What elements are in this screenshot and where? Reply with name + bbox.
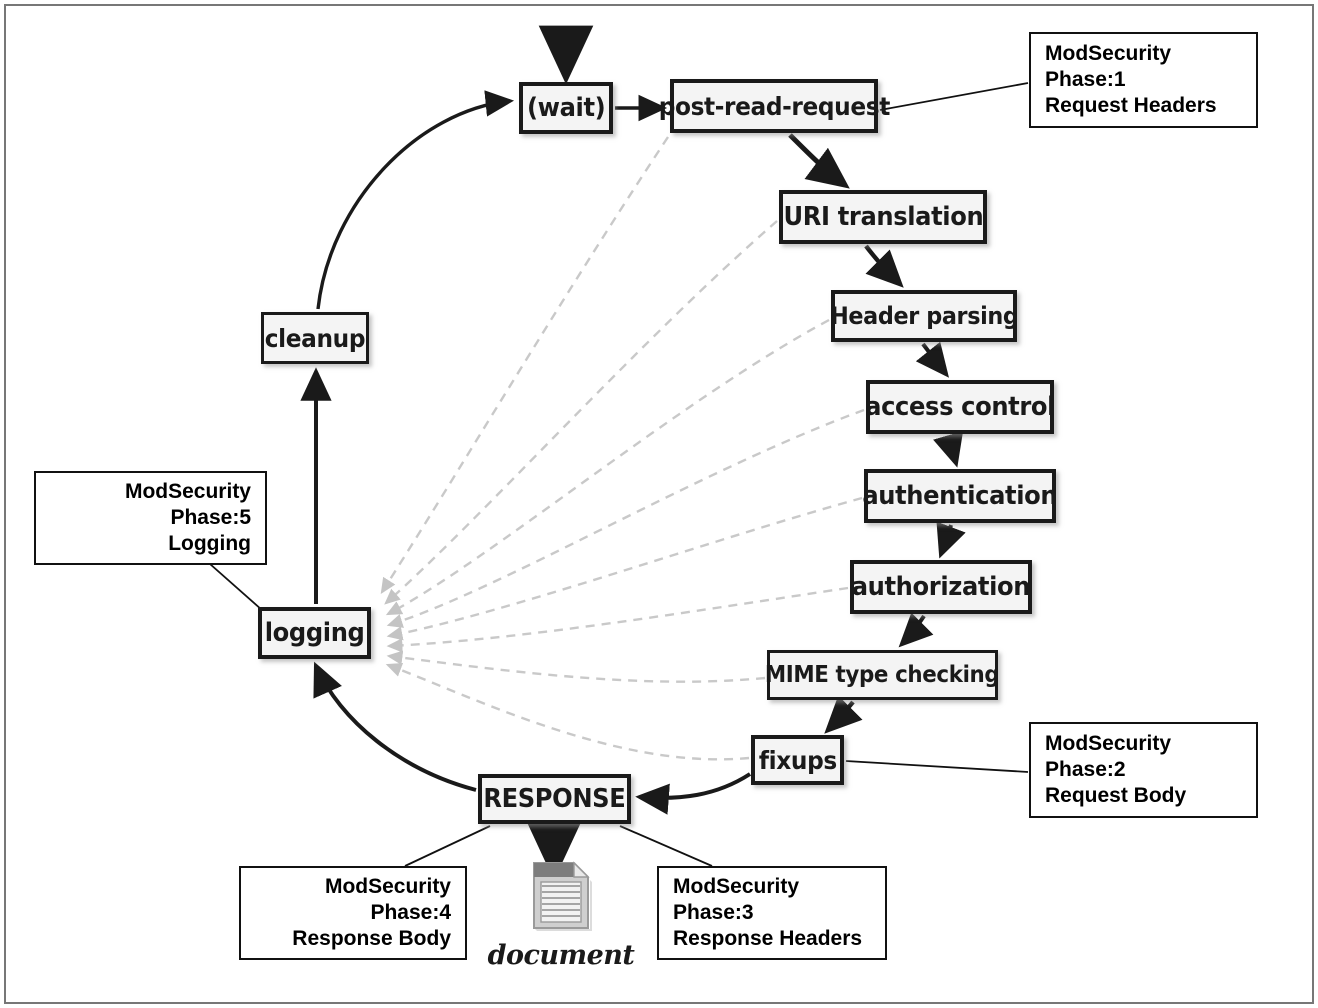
callout-modsecurity-phase-1: ModSecurity Phase:1 Request Headers [1029,32,1258,128]
document-output: document [488,858,635,971]
dashed-from-authorization [386,586,849,653]
node-logging-label: logging [264,618,365,648]
node-header-parsing[interactable]: Header parsing [829,290,1019,342]
node-authentication-label: authentication [862,481,1058,511]
node-fixups-label: fixups [758,745,837,775]
arrow-access-to-authentication [933,431,964,468]
node-uri-translation-label: URI translation [783,202,983,232]
node-authorization-label: authorization [851,572,1031,602]
node-mime-type-checking-label: MIME type checking [765,661,1000,688]
node-wait-label: (wait) [526,93,606,123]
arrow-post-read-request-to-uri [788,133,850,189]
dashed-logging-connectors [380,136,865,761]
callout-leader-lines [209,82,1029,867]
callout-phase1-line1: ModSecurity Phase:1 [1045,41,1172,91]
callout-modsecurity-phase-4: ModSecurity Phase:4 Response Body [239,866,467,960]
arrow-fixups-to-response [635,772,752,815]
callout-phase4-line2: Response Body [292,927,451,951]
arrow-authentication-to-authorization [936,521,966,559]
node-cleanup[interactable]: cleanup [261,312,369,364]
arrow-uri-to-header-parsing [864,244,904,288]
node-access-control[interactable]: access control [865,380,1055,434]
document-label: document [487,940,635,971]
dashed-from-access-control [386,408,865,628]
node-post-read-request-label: post-read-request [658,91,890,121]
arrow-response-to-logging [313,661,477,792]
arrow-mime-to-fixups [824,695,863,734]
node-authorization[interactable]: authorization [850,560,1032,614]
node-fixups[interactable]: fixups [751,735,844,785]
callout-phase4-line1: ModSecurity Phase:4 [324,874,451,924]
node-post-read-request[interactable]: post-read-request [658,79,890,133]
leader-phase1 [879,82,1029,111]
node-mime-type-checking[interactable]: MIME type checking [765,650,1000,700]
dashed-from-authentication [386,496,863,641]
node-cleanup-label: cleanup [264,323,366,353]
node-response[interactable]: RESPONSE [478,774,631,824]
dashed-from-uri-translation [384,220,778,605]
arrow-authorization-to-mime [898,612,934,648]
solid-flow-connectors [300,25,966,881]
dashed-from-post-read-request [380,136,670,595]
callout-phase5-line1: ModSecurity Phase:5 [124,479,251,529]
leader-phase5 [209,563,263,611]
node-access-control-label: access control [865,392,1055,422]
node-uri-translation[interactable]: URI translation [779,190,987,244]
callout-phase2-line2: Request Body [1045,784,1187,808]
leader-phase2 [845,760,1029,773]
document-icon [533,861,592,931]
arrow-cleanup-to-wait [316,90,515,310]
callout-modsecurity-phase-2: ModSecurity Phase:2 Request Body [1029,722,1258,818]
callout-phase1-line2: Request Headers [1045,94,1217,118]
node-header-parsing-label: Header parsing [829,302,1019,330]
callout-modsecurity-phase-3: ModSecurity Phase:3 Response Headers [657,866,887,960]
callout-phase3-line1: ModSecurity Phase:3 [673,874,800,924]
node-authentication[interactable]: authentication [862,469,1058,523]
leader-phase3 [619,825,713,867]
arrow-header-to-access-control [915,341,949,378]
dashed-from-header-parsing [385,318,830,616]
dashed-from-fixups [385,663,750,761]
leader-phase4 [404,825,491,867]
node-wait[interactable]: (wait) [519,82,613,134]
callout-phase3-line2: Response Headers [673,927,863,951]
callout-phase2-line1: ModSecurity Phase:2 [1045,731,1172,781]
node-response-label: RESPONSE [483,784,626,814]
callout-phase5-line2: Logging [168,532,251,556]
node-logging[interactable]: logging [258,607,371,659]
callout-modsecurity-phase-5: ModSecurity Phase:5 Logging [34,471,267,565]
dashed-from-mime-type-checking [386,650,766,683]
